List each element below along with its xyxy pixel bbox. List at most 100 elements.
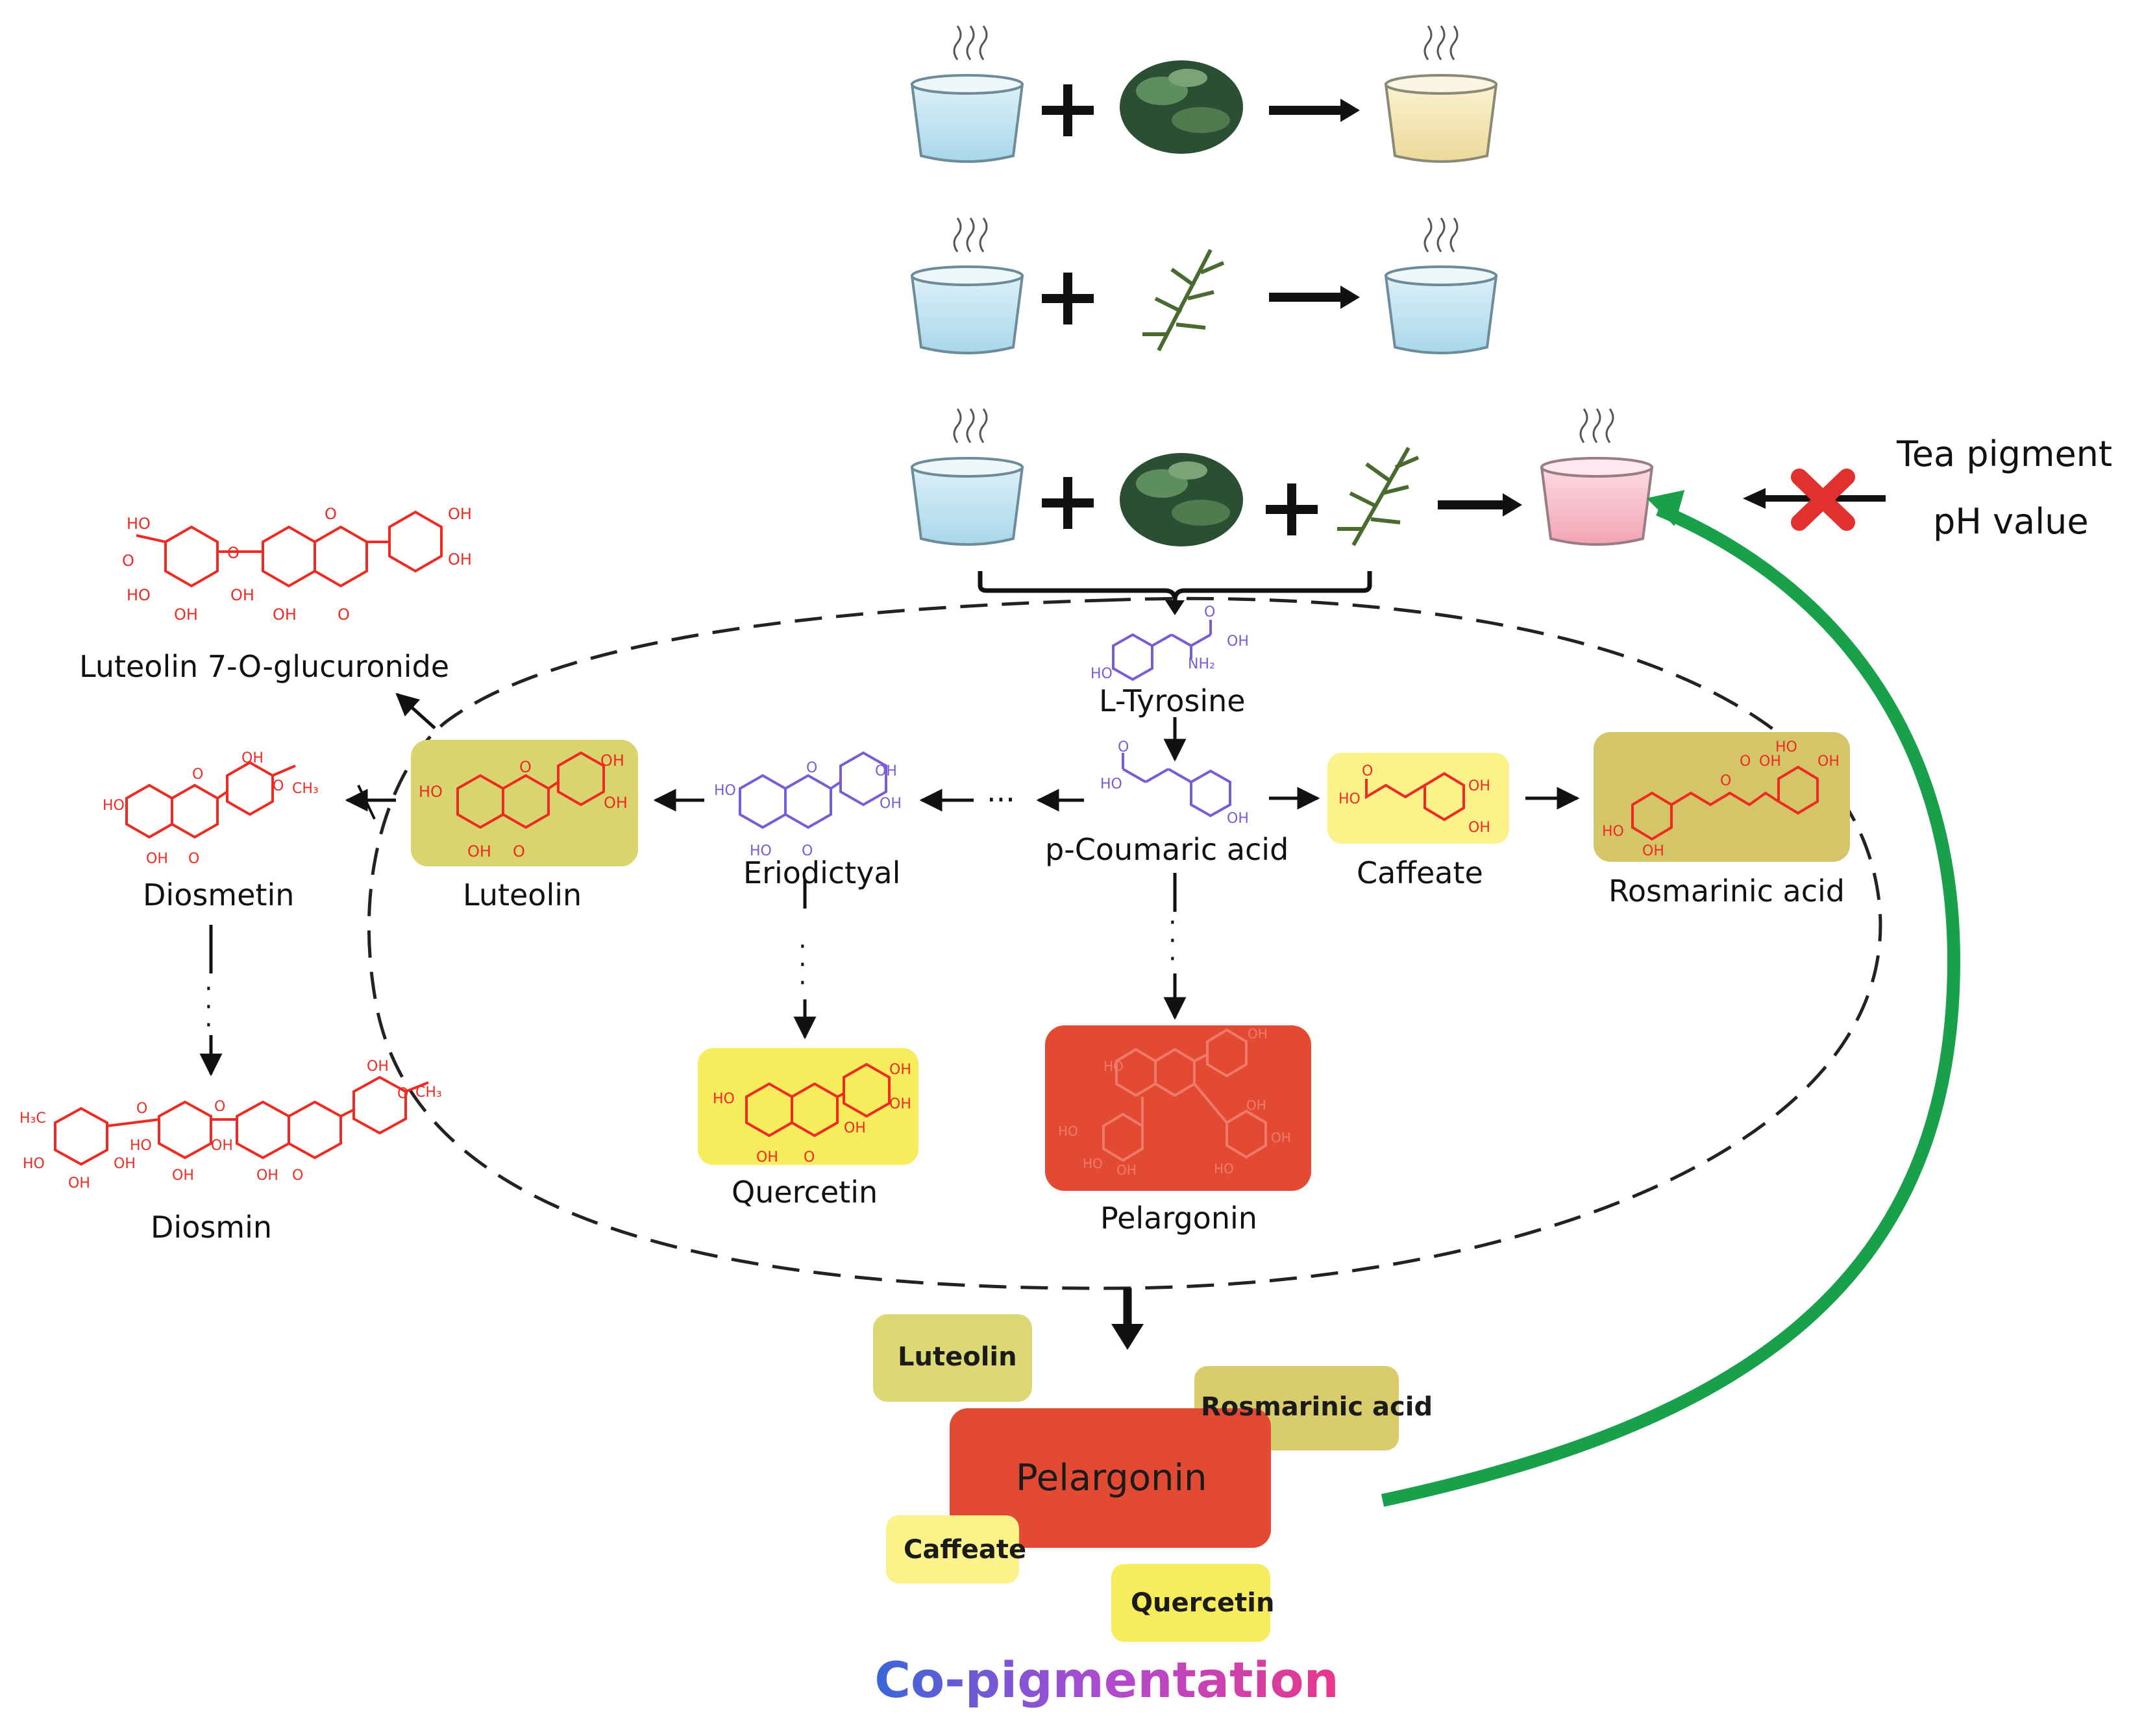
svg-text:OH: OH — [467, 842, 491, 861]
svg-text:CH₃: CH₃ — [415, 1084, 442, 1101]
row-3-water-tea-herb — [910, 408, 1886, 546]
svg-text:O: O — [1720, 773, 1731, 789]
svg-text:O: O — [1118, 739, 1129, 755]
copig-quercetin-label: Quercetin — [1131, 1588, 1275, 1618]
arrow-right-icon — [1269, 99, 1360, 122]
luteolin-label: Luteolin — [463, 877, 582, 912]
quercetin-structure — [745, 1062, 891, 1138]
svg-text:O: O — [1362, 763, 1373, 779]
svg-text:O: O — [397, 1086, 408, 1102]
arrow-down-icon — [1111, 1288, 1144, 1350]
svg-text:OH: OH — [880, 796, 902, 812]
svg-text:HO: HO — [127, 515, 151, 533]
svg-text:O: O — [802, 843, 813, 859]
svg-text:HO: HO — [1058, 1123, 1078, 1139]
diosmin-label: Diosmin — [151, 1210, 273, 1245]
green-curved-arrow — [1381, 490, 1961, 1507]
plus-icon — [1042, 84, 1094, 136]
cross-icon — [1791, 469, 1855, 531]
steam-2 — [1423, 25, 1459, 60]
vertical-dots-2: ··· — [798, 932, 807, 998]
svg-text:HO: HO — [103, 798, 125, 814]
svg-text:O: O — [1204, 604, 1215, 620]
caffeate-structure — [1365, 772, 1465, 822]
svg-text:O: O — [519, 758, 532, 776]
luteolin-glucuronide-structure — [136, 510, 443, 588]
svg-text:HO: HO — [23, 1156, 45, 1172]
steam-4 — [1423, 217, 1459, 252]
svg-text:HO: HO — [1214, 1161, 1234, 1177]
arrow-luteolin-to-glucuronide — [395, 692, 436, 729]
luteolin-glucuronide-label: Luteolin 7-O-glucuronide — [79, 649, 450, 684]
svg-text:OH: OH — [241, 750, 264, 766]
svg-text:HO: HO — [1775, 739, 1797, 755]
water-glass-result — [1384, 265, 1498, 354]
svg-text:OH: OH — [1246, 1097, 1266, 1113]
svg-text:HO: HO — [1602, 824, 1624, 840]
svg-text:OH: OH — [174, 605, 198, 624]
tea-pigment-label: Tea pigment — [1897, 434, 2113, 474]
vertical-dots-1: ··· — [1168, 908, 1177, 974]
row-1-water-plus-tea — [910, 25, 1498, 163]
svg-text:OH: OH — [1271, 1130, 1291, 1145]
caffeate-box — [1327, 753, 1509, 844]
tea-leaves-icon — [1120, 60, 1243, 154]
copig-luteolin-label: Luteolin — [898, 1342, 1017, 1372]
p-coumaric-structure — [1122, 753, 1231, 818]
copig-rosmarinic-label: Rosmarinic acid — [1201, 1392, 1433, 1422]
svg-text:HO: HO — [130, 1138, 152, 1154]
svg-text:O: O — [1740, 753, 1751, 770]
svg-text:OH: OH — [448, 505, 472, 523]
svg-text:OH: OH — [889, 1062, 911, 1078]
svg-text:HO: HO — [750, 843, 772, 859]
svg-text:OH: OH — [114, 1156, 136, 1172]
svg-text:H₃C: H₃C — [19, 1110, 46, 1127]
svg-text:OH: OH — [68, 1175, 90, 1192]
l-tyrosine-structure — [1112, 620, 1212, 681]
svg-text:HO: HO — [714, 783, 736, 799]
quercetin-box — [698, 1048, 918, 1165]
svg-text:OH: OH — [273, 605, 297, 624]
svg-text:OH: OH — [600, 752, 624, 770]
luteolin-structure — [456, 751, 605, 829]
quercetin-label: Quercetin — [732, 1175, 878, 1210]
water-glass-1 — [910, 74, 1024, 163]
svg-text:HO: HO — [1103, 1058, 1124, 1074]
steam-6 — [1579, 408, 1614, 443]
copig-luteolin-box — [873, 1314, 1032, 1402]
svg-text:OH: OH — [1468, 778, 1490, 794]
svg-text:OH: OH — [1248, 1026, 1268, 1042]
svg-text:HO: HO — [127, 586, 151, 604]
diosmetin-label: Diosmetin — [143, 877, 295, 912]
copig-pelargonin-label: Pelargonin — [1016, 1457, 1207, 1499]
brace — [978, 571, 1372, 601]
eriodictyal-label: Eriodictyal — [743, 855, 901, 890]
arrow-right-icon — [1438, 493, 1522, 517]
rosmarinic-structure — [1631, 765, 1819, 841]
svg-text:CH₃: CH₃ — [292, 781, 319, 797]
arrow-down-icon — [1165, 600, 1185, 615]
l-tyrosine-label: L-Tyrosine — [1099, 683, 1246, 718]
svg-text:OH: OH — [367, 1058, 389, 1075]
copig-caffeate-label: Caffeate — [904, 1535, 1027, 1565]
herb-sprig-icon — [1142, 249, 1225, 352]
svg-text:O: O — [513, 842, 525, 861]
svg-text:OH: OH — [889, 1096, 911, 1112]
svg-text:HO: HO — [1090, 666, 1113, 682]
tea-glass-result — [1384, 74, 1498, 163]
steam-1 — [953, 25, 988, 60]
vertical-dots-3: ··· — [204, 974, 213, 1040]
steam-5 — [953, 408, 988, 443]
svg-text:OH: OH — [230, 586, 254, 604]
arrow-right-icon — [1269, 286, 1360, 309]
luteolin-box — [411, 740, 638, 866]
pathway-arrows — [199, 692, 1580, 1077]
svg-text:O: O — [292, 1168, 303, 1184]
